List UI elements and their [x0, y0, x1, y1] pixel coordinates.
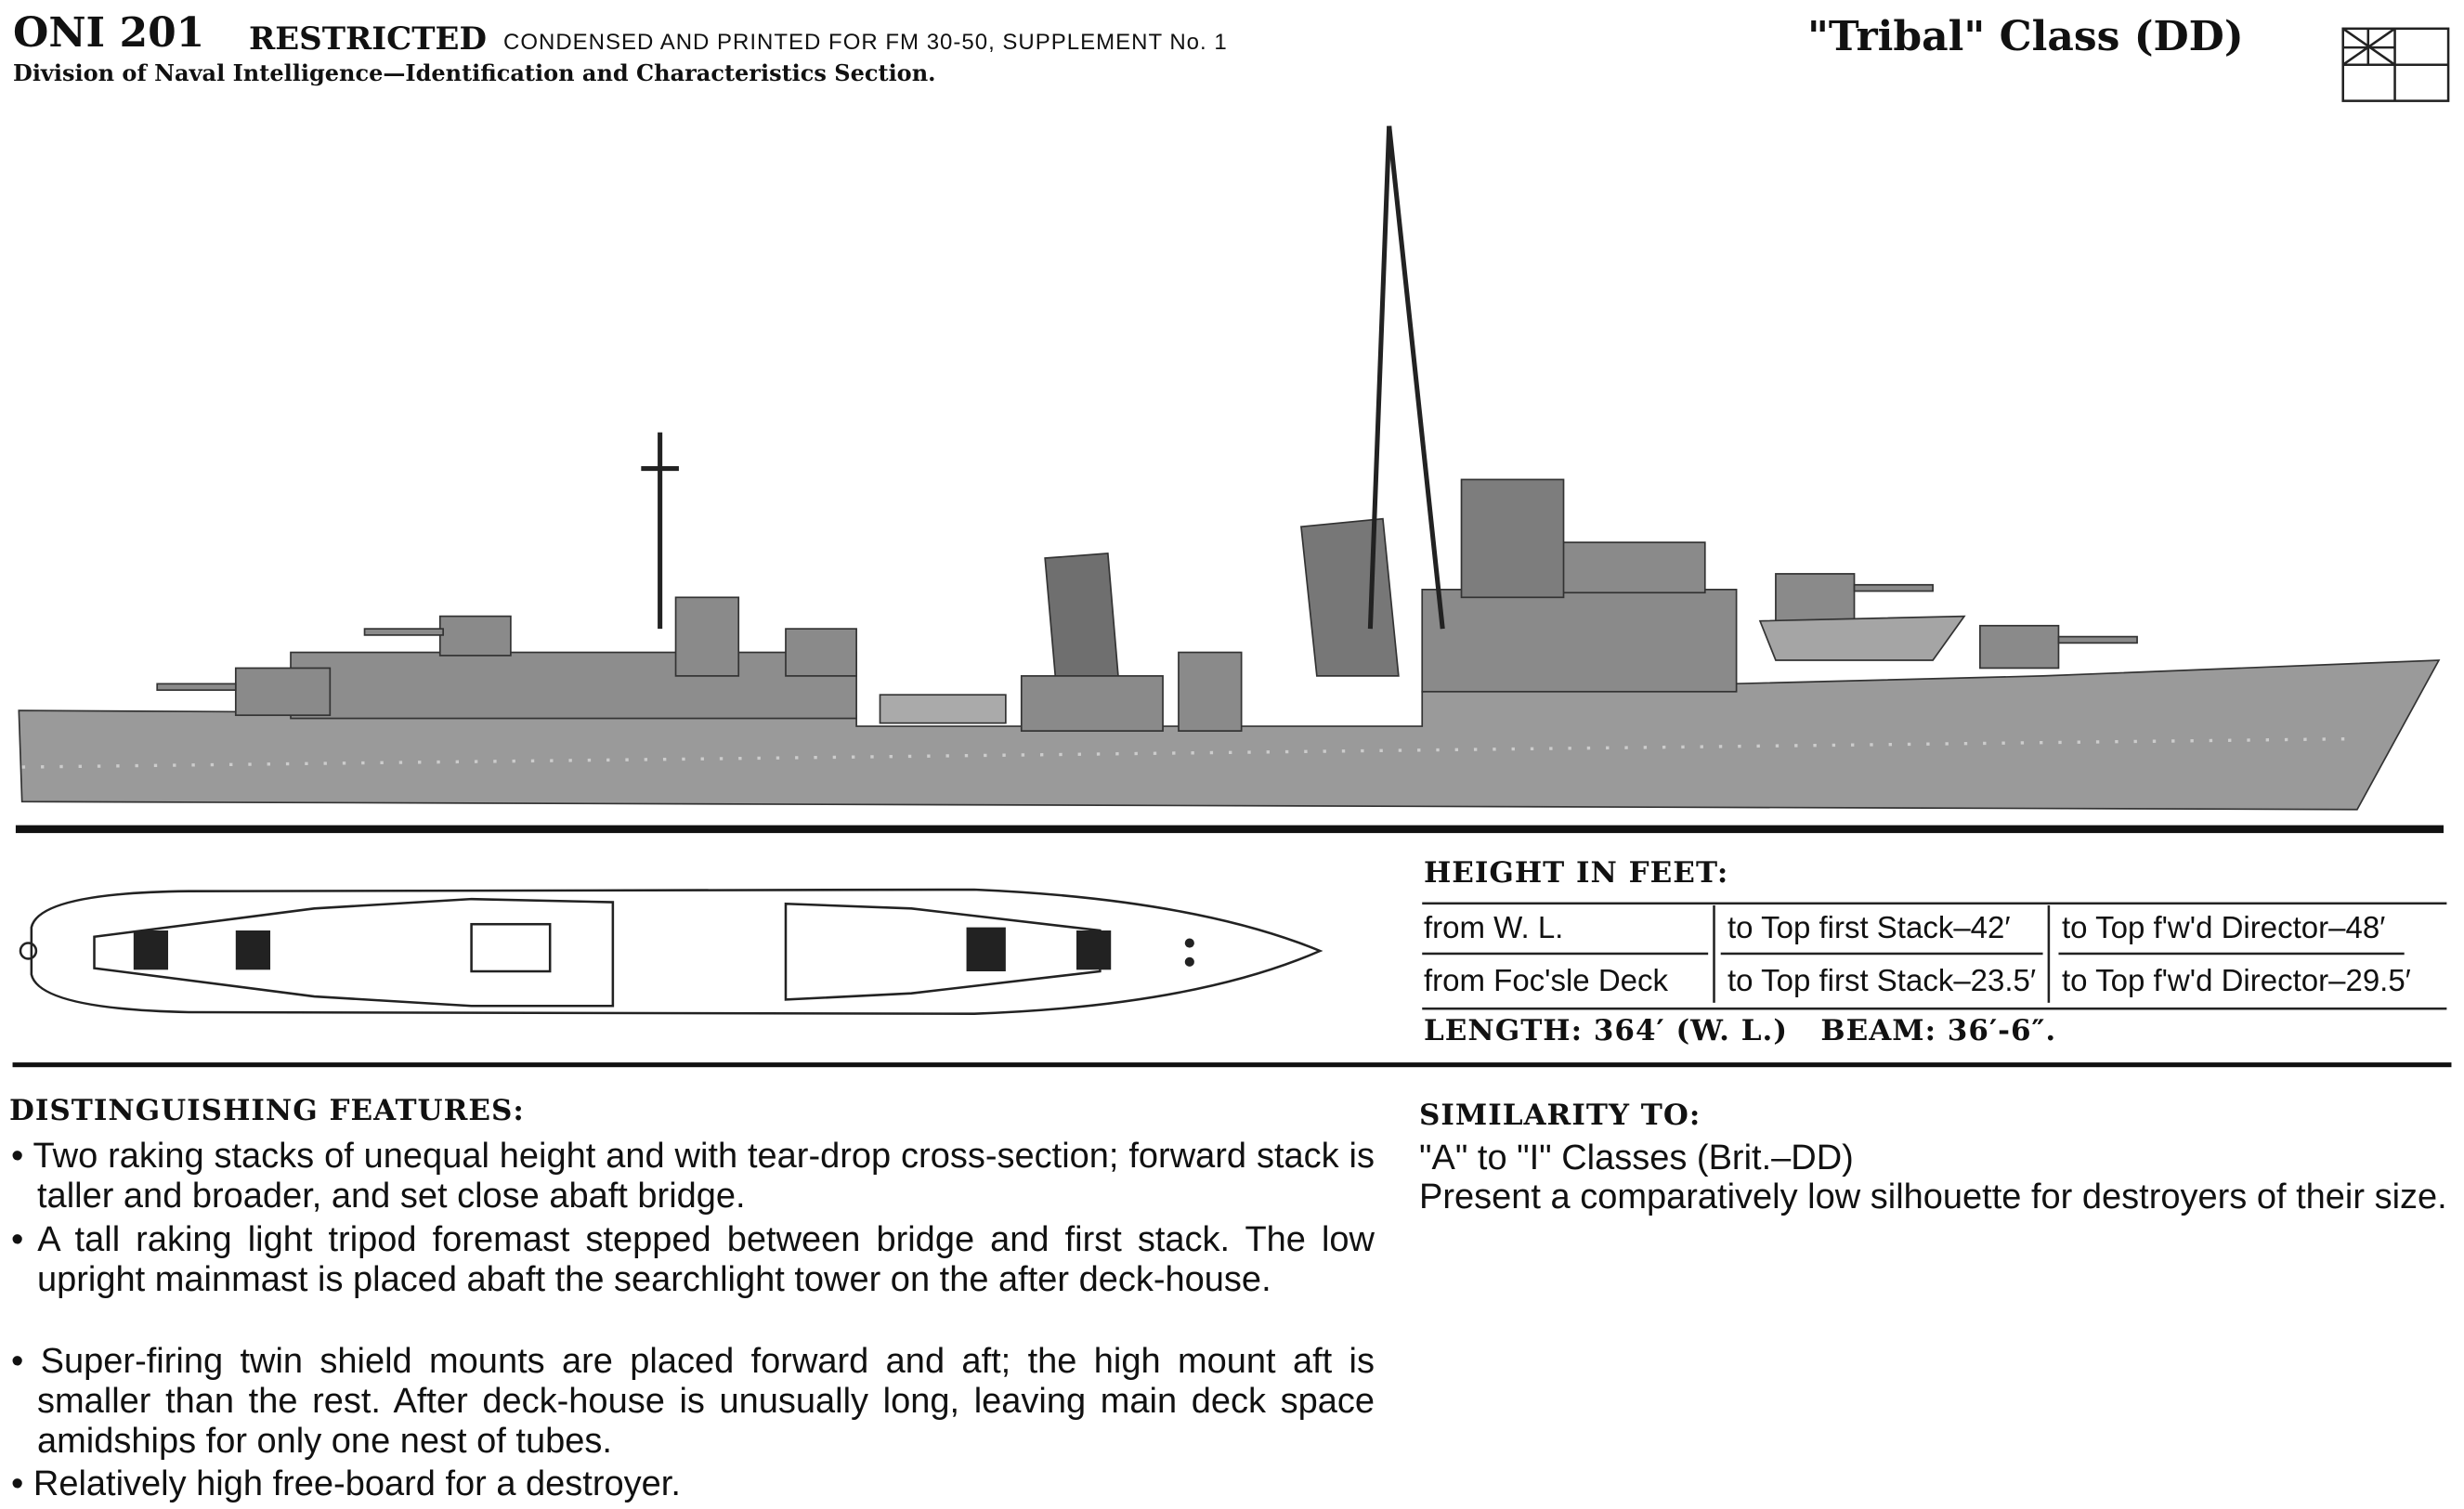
similarity-title: SIMILARITY TO: — [1419, 1099, 1701, 1132]
height-row-stack: to Top first Stack–42′ — [1727, 910, 2011, 944]
height-row-from: from Foc'sle Deck — [1424, 963, 1669, 997]
class-title: "Tribal" Class (DD) — [1807, 13, 2244, 60]
dimensions: LENGTH: 364′ (W. L.) BEAM: 36′-6″. — [1424, 1014, 2057, 1047]
classification: RESTRICTED — [249, 20, 487, 58]
document-number: ONI 201 — [13, 9, 205, 57]
division-line: Division of Naval Intelligence—Identific… — [13, 59, 936, 86]
feature-item: • A tall raking light tripod foremast st… — [11, 1220, 1375, 1299]
feature-item: • Relatively high free-board for a destr… — [11, 1464, 681, 1503]
similarity-note: Present a comparatively low silhouette f… — [1419, 1177, 2447, 1216]
feature-item: • Two raking stacks of unequal height an… — [11, 1137, 1375, 1216]
similarity-classes: "A" to "I" Classes (Brit.–DD) — [1419, 1138, 1854, 1177]
print-note: CONDENSED AND PRINTED FOR FM 30-50, SUPP… — [503, 30, 1228, 55]
height-row-director: to Top f'w'd Director–29.5′ — [2062, 963, 2411, 997]
ship-plan-view — [19, 888, 1323, 1015]
ship-profile — [18, 125, 2441, 811]
divider — [12, 1062, 2452, 1068]
height-title: HEIGHT IN FEET: — [1424, 856, 1729, 890]
height-row-from: from W. L. — [1424, 910, 1564, 944]
feature-item: • Super-firing twin shield mounts are pl… — [11, 1342, 1375, 1461]
height-row-stack: to Top first Stack–23.5′ — [1727, 963, 2037, 997]
height-row-director: to Top f'w'd Director–48′ — [2062, 910, 2386, 944]
british-ensign-icon — [2341, 27, 2450, 102]
divider — [15, 825, 2444, 834]
features-title: DISTINGUISHING FEATURES: — [9, 1094, 525, 1127]
